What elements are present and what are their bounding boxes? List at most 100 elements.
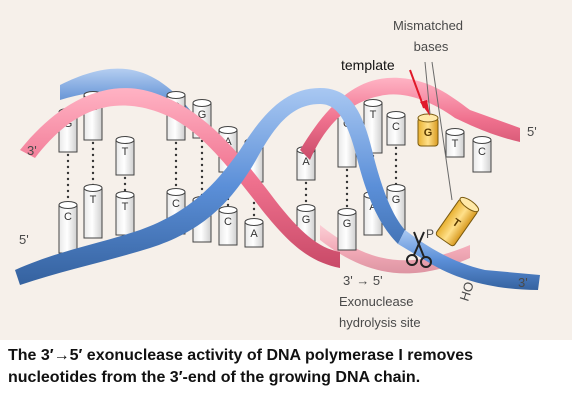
hydrolysis-site-label: hydrolysis site <box>339 315 421 330</box>
hbond-dots-0 <box>66 165 70 169</box>
hbond-dots-4 <box>200 175 204 179</box>
right-3-prime-label: 3' <box>518 275 528 290</box>
hbond-dots-3 <box>174 165 178 169</box>
hbond-dots-1 <box>91 153 95 157</box>
hbond-dots-3 <box>174 183 178 187</box>
hbond-dots-4 <box>200 139 204 143</box>
hbond-dots-10 <box>394 146 398 150</box>
hbond-dots-3 <box>174 153 178 157</box>
hbond-dots-0 <box>66 159 70 163</box>
template-strand-right <box>300 77 520 160</box>
base-bottom-7-letter: G <box>302 214 311 226</box>
base-bottom-5-cap <box>218 206 238 214</box>
hbond-dots-7 <box>304 187 308 191</box>
right-5-prime-label: 5' <box>527 124 537 139</box>
base-bottom-10-letter: G <box>392 194 401 206</box>
base-bottom-1-letter: T <box>90 194 97 206</box>
base-bottom-7-cap <box>296 204 316 212</box>
hbond-dots-1 <box>91 147 95 151</box>
dna-helix-svg: GCATTTCCGTACCAAGCGTACGTC G T P HO Mismat… <box>15 18 540 330</box>
hydroxyl-label: HO <box>457 280 477 303</box>
hbond-dots-4 <box>200 187 204 191</box>
hbond-dots-8 <box>345 192 349 196</box>
hbond-dots-4 <box>200 163 204 167</box>
base-top-9-cap <box>363 99 383 107</box>
hbond-dots-2 <box>123 182 127 186</box>
hbond-dots-0 <box>66 189 70 193</box>
phosphate-label: P <box>426 227 434 241</box>
base-top-7-letter: A <box>302 156 310 168</box>
hbond-dots-5 <box>226 203 230 207</box>
hbond-dots-8 <box>345 198 349 202</box>
hbond-dots-6 <box>252 207 256 211</box>
mismatch-base-g: G <box>417 113 439 147</box>
new-strand-tail <box>398 230 540 290</box>
hbond-dots-8 <box>345 174 349 178</box>
hbond-dots-8 <box>345 180 349 184</box>
base-top-12-letter: C <box>478 146 486 158</box>
hbond-dots-7 <box>304 199 308 203</box>
base-top-10-letter: C <box>392 121 400 133</box>
template-label: template <box>341 57 395 73</box>
hbond-dots-3 <box>174 171 178 175</box>
hbond-dots-6 <box>252 213 256 217</box>
hbond-dots-1 <box>91 177 95 181</box>
base-bottom-10-cap <box>386 184 406 192</box>
base-bottom-2-letter: T <box>122 201 129 213</box>
left-3-prime-label: 3' <box>27 143 37 158</box>
base-bottom-1-cap <box>83 184 103 192</box>
hbond-dots-4 <box>200 145 204 149</box>
base-bottom-2-cap <box>115 191 135 199</box>
base-top-11-letter: T <box>452 138 459 150</box>
hbond-dots-10 <box>394 176 398 180</box>
hbond-dots-0 <box>66 183 70 187</box>
hbond-dots-4 <box>200 181 204 185</box>
hbond-dots-8 <box>345 186 349 190</box>
hbond-dots-4 <box>200 169 204 173</box>
hbond-dots-1 <box>91 159 95 163</box>
hbond-dots-0 <box>66 195 70 199</box>
hbond-dots-3 <box>174 141 178 145</box>
base-bottom-3-cap <box>166 188 186 196</box>
base-top-4-letter: G <box>198 109 207 121</box>
mismatch-pointer-2 <box>431 61 453 201</box>
new-strand-back <box>60 68 200 122</box>
template-arrow-head <box>420 100 430 116</box>
hbond-dots-3 <box>174 147 178 151</box>
left-5-prime-label: 5' <box>19 232 29 247</box>
hbond-dots-3 <box>174 177 178 181</box>
hbond-dots-0 <box>66 171 70 175</box>
figure-caption: The 3′→5′ exonuclease activity of DNA po… <box>8 345 568 389</box>
hbond-dots-2 <box>123 176 127 180</box>
hbond-dots-10 <box>394 164 398 168</box>
hbond-dots-1 <box>91 165 95 169</box>
new-strand-front <box>15 88 405 285</box>
base-bottom-5-letter: C <box>224 216 232 228</box>
hbond-dots-6 <box>252 201 256 205</box>
hbond-dots-10 <box>394 152 398 156</box>
base-top-3-cap <box>166 91 186 99</box>
mismatched-label-1: Mismatched <box>393 18 463 33</box>
base-top-10-cap <box>386 111 406 119</box>
base-bottom-8-letter: G <box>343 218 352 230</box>
base-top-4-cap <box>192 99 212 107</box>
hbond-dots-10 <box>394 170 398 174</box>
base-top-2-letter: T <box>122 146 129 158</box>
base-bottom-9-letter: A <box>369 201 377 213</box>
hbond-dots-0 <box>66 153 70 157</box>
hbond-dots-8 <box>345 168 349 172</box>
dna-diagram: GCATTTCCGTACCAAGCGTACGTC G T P HO Mismat… <box>0 0 572 340</box>
hbond-dots-7 <box>304 193 308 197</box>
base-bottom-0-letter: C <box>64 211 72 223</box>
released-nucleotide-t: T <box>435 196 480 247</box>
caption-line-1: The 3′→5′ exonuclease activity of DNA po… <box>8 347 474 364</box>
hbond-dots-0 <box>66 177 70 181</box>
base-bottom-3-letter: C <box>172 198 180 210</box>
base-top-11-cap <box>445 128 465 136</box>
exonuclease-direction-label: 3' → 5' <box>343 273 383 288</box>
hbond-dots-1 <box>91 171 95 175</box>
mismatch-pointer-1 <box>424 61 431 115</box>
base-bottom-8-cap <box>337 208 357 216</box>
base-bottom-0-cap <box>58 201 78 209</box>
base-top-12-cap <box>472 136 492 144</box>
